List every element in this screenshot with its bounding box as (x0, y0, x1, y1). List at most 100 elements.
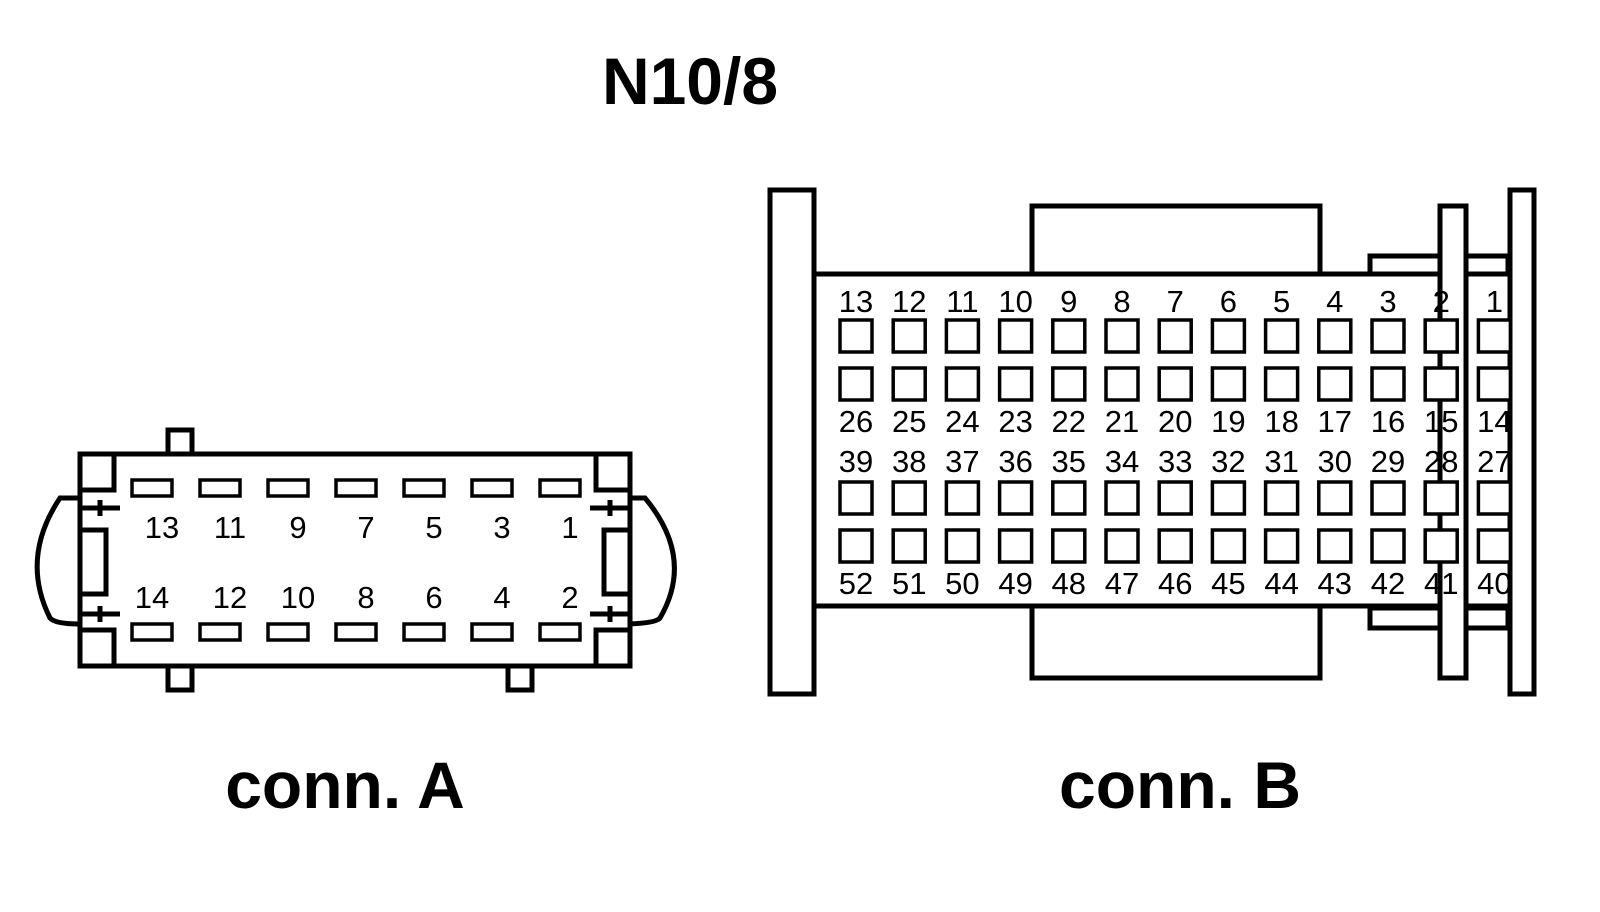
connector-b-pin-label: 16 (1371, 404, 1405, 439)
connector-a-pin-label: 6 (425, 580, 442, 615)
connector-b-pin-cavity (1210, 318, 1247, 354)
connector-b-pin-cavity (944, 366, 981, 402)
connector-b-pin-cavity (944, 480, 981, 516)
connector-b-pin-label: 28 (1424, 444, 1458, 479)
connector-a-left-guide (77, 527, 109, 597)
connector-b-pin-cavity (1476, 480, 1513, 516)
connector-a-pin-slot (402, 622, 446, 642)
connector-b-pin-label: 3 (1379, 284, 1396, 319)
connector-b-pin-label: 49 (998, 566, 1032, 601)
connector-b-pin-cavity (1210, 366, 1247, 402)
connector-b-pin-cavity (838, 318, 874, 354)
connector-b-pin-cavity (1157, 366, 1193, 402)
connector-b-pin-cavity (891, 318, 927, 354)
connector-b-pin-label: 52 (839, 566, 873, 601)
connector-b-pin-cavity (1370, 366, 1406, 402)
connector-a-pin-slot (538, 622, 582, 642)
connector-b-pin-label: 41 (1424, 566, 1458, 601)
connector-b-pin-label: 20 (1158, 404, 1192, 439)
connector-b-bottom-ledge-right (1461, 605, 1511, 631)
connector-b-pin-label: 4 (1326, 284, 1343, 319)
connector-b-pin-label: 34 (1105, 444, 1139, 479)
connector-b-pin-cavity (891, 480, 927, 516)
connector-b-pin-cavity (997, 528, 1034, 564)
connector-a-pin-slot (334, 622, 378, 642)
connector-b-pin-cavity (891, 366, 927, 402)
connector-a-pin-slot (130, 622, 174, 642)
connector-b-pin-label: 24 (945, 404, 979, 439)
connector-b-caption: conn. B (1059, 748, 1301, 822)
connector-b-pin-cavity (1051, 480, 1087, 516)
connector-b-pin-label: 47 (1105, 566, 1139, 601)
connector-b-pin-label: 37 (945, 444, 979, 479)
connector-b-pin-cavity (1370, 318, 1406, 354)
connector-b-pin-label: 25 (892, 404, 926, 439)
connector-b-pin-label: 6 (1220, 284, 1237, 319)
connector-a-pin-label: 13 (145, 510, 179, 545)
connector-b-pin-label: 22 (1052, 404, 1086, 439)
connector-a-pin-label: 5 (425, 510, 442, 545)
connector-b-pin-label: 5 (1273, 284, 1290, 319)
connector-b-pin-cavity (997, 366, 1034, 402)
connector-b-left-post (767, 187, 817, 697)
connector-b-pin-label: 50 (945, 566, 979, 601)
connector-a-pin-slot (198, 622, 242, 642)
connector-b-pin-label: 18 (1264, 404, 1298, 439)
connector-b-pin-cavity (1317, 528, 1353, 564)
connector-a-pin-label: 14 (135, 580, 169, 615)
connector-b-pin-label: 12 (892, 284, 926, 319)
connector-b-pin-cavity (1051, 528, 1087, 564)
connector-a-pin-slot (266, 478, 310, 498)
connector-b-pin-cavity (1104, 366, 1140, 402)
connector-b-pin-cavity (1370, 480, 1406, 516)
connector-a-pin-slot (470, 478, 514, 498)
connector-a-pin-slot (538, 478, 582, 498)
connector-b-pin-cavity (1317, 318, 1353, 354)
connector-b-pin-label: 17 (1318, 404, 1352, 439)
connector-b-pin-cavity (1051, 318, 1087, 354)
connector-b-pin-label: 19 (1211, 404, 1245, 439)
connector-a-pin-label: 7 (357, 510, 374, 545)
connector-b-pin-cavity (1423, 366, 1459, 402)
connector-b-pin-label: 2 (1433, 284, 1450, 319)
connector-b-pin-label: 7 (1167, 284, 1184, 319)
connector-b-pin-cavity (1423, 480, 1459, 516)
connector-b-pin-cavity (838, 480, 874, 516)
connector-a-left-latch (34, 495, 81, 627)
connector-b-pin-label: 38 (892, 444, 926, 479)
connector-b-pin-label: 26 (839, 404, 873, 439)
connector-b-pin-cavity (1157, 318, 1193, 354)
connector-a-pin-slot (198, 478, 242, 498)
connector-b-pin-label: 43 (1318, 566, 1352, 601)
connector-b-pin-cavity (1104, 318, 1140, 354)
connector-a-pin-label: 2 (561, 580, 578, 615)
connector-b-pin-label: 48 (1052, 566, 1086, 601)
connector-b-right-inner-post (1437, 203, 1469, 681)
connector-b-pin-label: 14 (1477, 404, 1511, 439)
connector-a-pin-label: 9 (289, 510, 306, 545)
connector-b-pin-cavity (1317, 480, 1353, 516)
connector-b-pin-cavity (1157, 528, 1193, 564)
connector-b-pin-label: 36 (998, 444, 1032, 479)
connector-b-pin-cavity (1476, 318, 1513, 354)
connector-b-pin-label: 9 (1060, 284, 1077, 319)
connector-b-pin-cavity (1210, 480, 1247, 516)
connector-b-pin-cavity (1476, 528, 1513, 564)
connector-a-right-ribs (590, 500, 630, 622)
connector-b-pin-cavity (1370, 528, 1406, 564)
connector-b-pin-cavity (1423, 528, 1459, 564)
connector-b-pin-label: 30 (1318, 444, 1352, 479)
connector-b-pin-label: 39 (839, 444, 873, 479)
connector-b-pin-label: 32 (1211, 444, 1245, 479)
connector-b-pin-label: 46 (1158, 566, 1192, 601)
connector-b-pin-cavity (838, 366, 874, 402)
connector-b-pin-label: 40 (1477, 566, 1511, 601)
connector-a-pin-slot (402, 478, 446, 498)
diagram-title: N10/8 (602, 44, 778, 118)
connector-a-caption: conn. A (225, 748, 465, 822)
connector-b-bottom-key (1029, 595, 1323, 681)
connector-b-pin-label: 33 (1158, 444, 1192, 479)
connector-b-pin-label: 1 (1486, 284, 1503, 319)
